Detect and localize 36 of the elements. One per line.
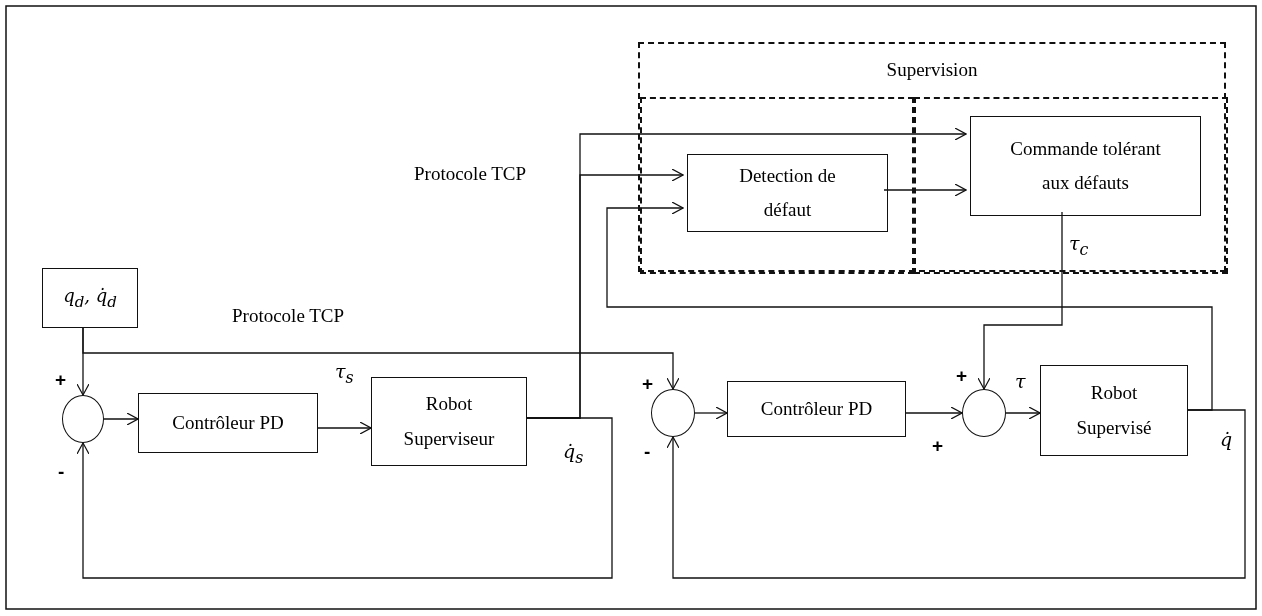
node-label: Robot Superviseur [402, 392, 496, 451]
arrow [103, 412, 139, 426]
sign-label: + [956, 366, 968, 385]
process-box [42, 268, 138, 328]
node-label: Supervision [886, 58, 978, 83]
sign-label: + [642, 374, 654, 393]
node-label: Robot Supervisé [1075, 381, 1153, 440]
process-box [138, 393, 318, 453]
node-label: Contrôleur PD [760, 396, 873, 421]
node-label: Contrôleur PD [172, 410, 284, 435]
sign-label: - [58, 462, 65, 481]
sign-label: + [932, 436, 944, 455]
arrow [905, 406, 963, 420]
dashed-group-box [638, 42, 1226, 272]
math-label: q$_{d}$, q̇$_{d}$ [63, 284, 117, 313]
arrow [317, 421, 372, 435]
arrow [82, 327, 680, 390]
process-box [687, 154, 888, 232]
node-label: Detection de défaut [738, 163, 837, 222]
sign-label: - [644, 442, 651, 461]
arrow [977, 211, 1063, 390]
process-box [970, 116, 1201, 216]
arrow [666, 409, 1246, 579]
sign-label: + [55, 370, 67, 389]
node-label: Commande tolérant aux défauts [1009, 136, 1162, 195]
arrow [606, 201, 1213, 411]
arrow [1005, 406, 1041, 420]
process-box [371, 377, 527, 466]
process-box [1040, 365, 1188, 456]
arrow [526, 168, 684, 419]
arrow [76, 417, 613, 579]
signal-label: q̇ [1219, 428, 1234, 451]
dashed-section-box [640, 97, 914, 274]
process-box [727, 381, 906, 437]
arrow [883, 183, 967, 197]
arrow [694, 406, 728, 420]
